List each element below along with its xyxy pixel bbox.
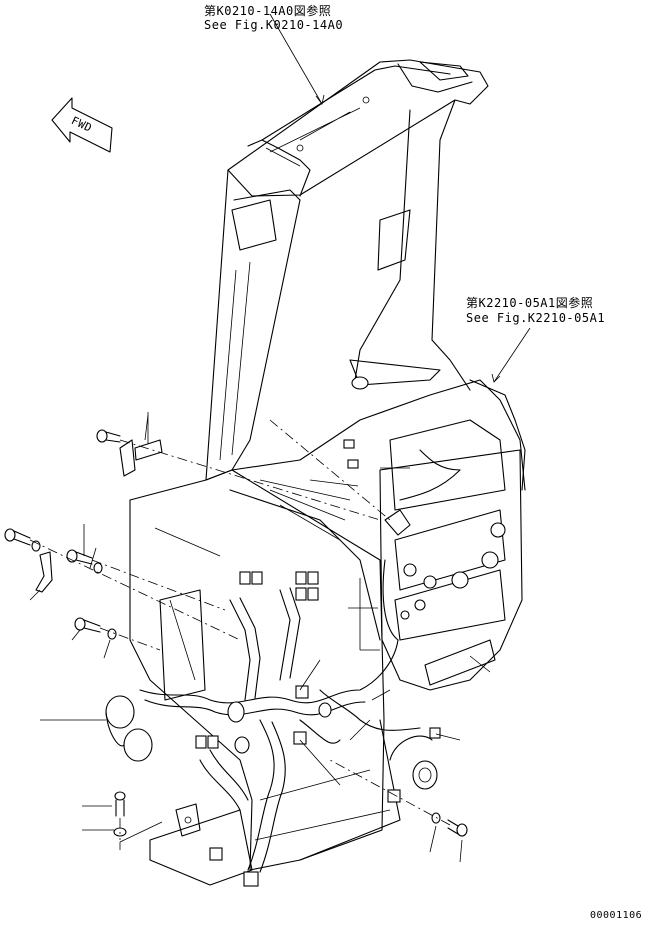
cab-pillar-right xyxy=(349,99,471,391)
bolt-top-left xyxy=(96,429,121,443)
buzzer-part xyxy=(389,735,438,790)
bolt-bottom-left xyxy=(114,791,126,817)
mount-bottom xyxy=(175,803,201,837)
lower-cover-plate xyxy=(129,469,401,887)
washer-left-3 xyxy=(107,628,117,640)
bolt-left-1 xyxy=(4,528,31,546)
bolt-left-3 xyxy=(74,617,101,633)
bolt-left-2 xyxy=(66,549,93,565)
ref-top-jp: 第K0210-14A0図参照 xyxy=(204,4,332,18)
small-bracket xyxy=(119,414,163,477)
washer-bottom-right xyxy=(431,812,441,824)
fwd-arrow-icon xyxy=(51,97,113,153)
connectors xyxy=(195,571,441,754)
drawing-number: 00001106 xyxy=(590,910,643,921)
wiring-harness xyxy=(139,449,461,873)
duct-grommet xyxy=(105,695,153,762)
ref-right-jp: 第K2210-05A1図参照 xyxy=(466,296,594,310)
leader-lines xyxy=(29,13,531,863)
cab-handle-top xyxy=(227,59,489,197)
clamp-left xyxy=(35,551,53,593)
bolt-bottom-right xyxy=(447,819,468,837)
washer-left-2 xyxy=(93,562,103,574)
bracket-panel xyxy=(159,589,206,701)
ref-right-en: See Fig.K2210-05A1 xyxy=(466,311,606,325)
console-body xyxy=(229,379,526,691)
ref-top-en: See Fig.K0210-14A0 xyxy=(204,18,344,32)
assembly-centerlines xyxy=(29,419,451,840)
